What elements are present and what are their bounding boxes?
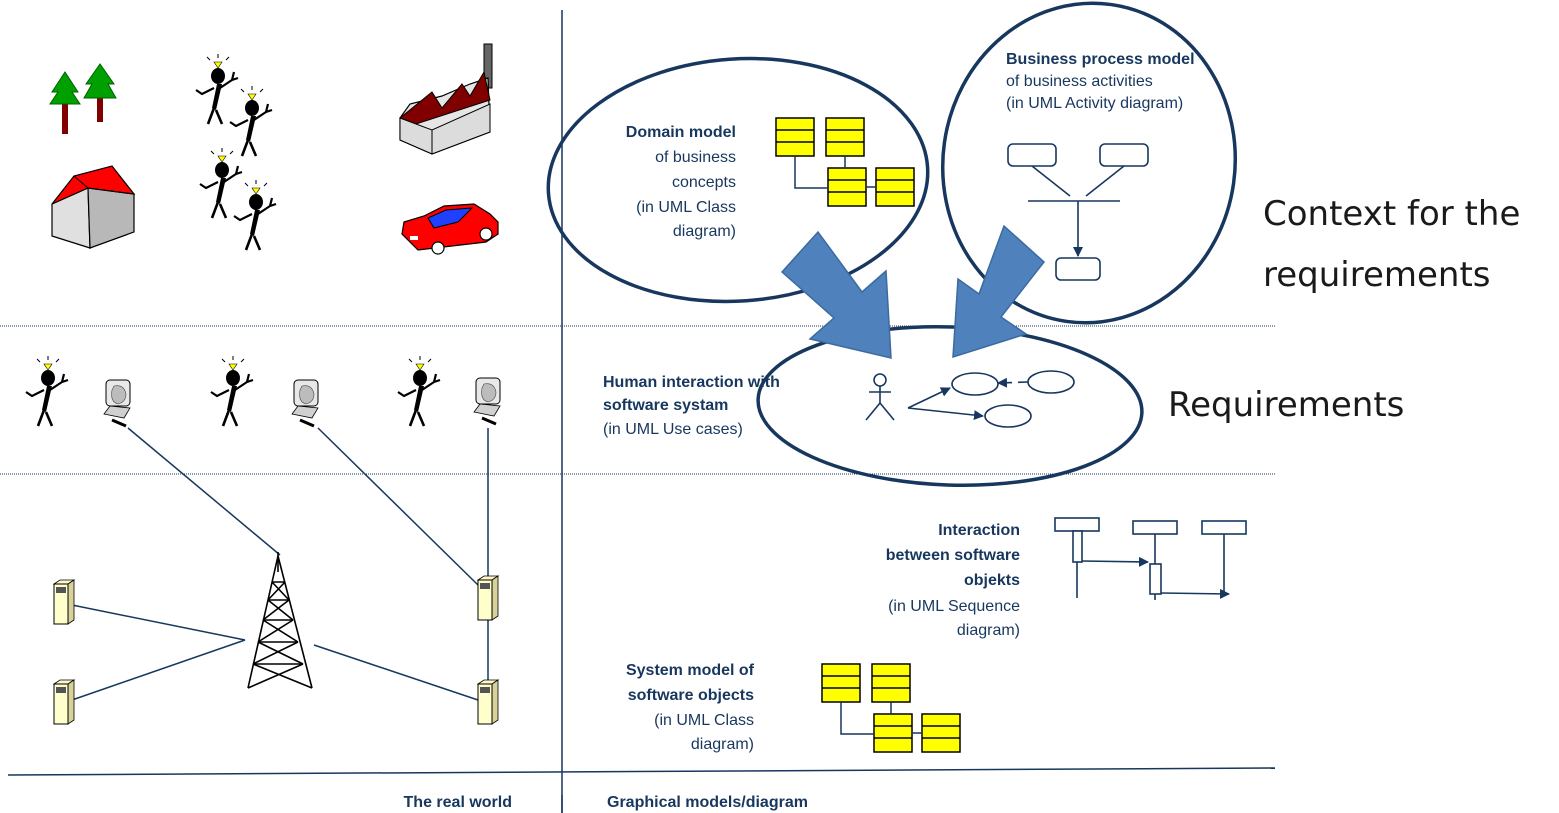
domain-class-diagram-icon	[776, 118, 914, 206]
sequence-diagram-icon	[1054, 517, 1247, 600]
domain-model-title: Domain model	[625, 124, 736, 141]
context-label-line-2: requirements	[1263, 255, 1491, 295]
human-interaction-title-2: software systam	[603, 397, 729, 414]
blue-arrow-process-to-requirements	[952, 224, 1046, 359]
domain-model-ellipse	[546, 56, 930, 304]
user-computer-icon-2	[209, 354, 320, 428]
people-group-top-icon	[194, 52, 274, 158]
server-icon-right-top	[477, 575, 499, 621]
context-label-line-1: Context for the	[1263, 194, 1521, 234]
domain-model-line-4: diagram)	[672, 223, 736, 240]
network-links	[71, 427, 489, 701]
system-class-diagram-icon	[822, 664, 960, 752]
system-model-line-1: (in UML Class	[654, 712, 754, 729]
server-icon-left-bottom	[53, 679, 75, 725]
blue-arrow-domain-to-requirements	[780, 230, 892, 359]
system-model-title-2: software objects	[627, 687, 754, 704]
system-model-line-2: diagram)	[690, 736, 754, 753]
car-icon	[401, 203, 499, 255]
server-icon-left-top	[53, 579, 75, 625]
interaction-objects-line-2: diagram)	[956, 622, 1020, 639]
user-computer-icon-1	[24, 354, 132, 428]
interaction-objects-line-1: (in UML Sequence	[888, 598, 1020, 615]
server-icon-right-bottom	[477, 679, 499, 725]
business-process-line-2: (in UML Activity diagram)	[1006, 95, 1184, 112]
footer-graphical-models: Graphical models/diagram	[607, 794, 808, 811]
requirements-label: Requirements	[1168, 385, 1405, 425]
requirements-ellipse	[756, 325, 1144, 487]
business-process-line-1: of business activities	[1006, 73, 1153, 90]
trees-icon	[49, 63, 117, 134]
house-icon	[51, 165, 136, 249]
domain-model-line-1: of business	[655, 149, 736, 166]
business-process-title: Business process model	[1006, 51, 1195, 68]
factory-icon	[399, 43, 493, 155]
domain-model-line-2: concepts	[671, 174, 736, 191]
domain-model-line-3: (in UML Class	[636, 199, 736, 216]
system-model-title-1: System model of	[625, 662, 754, 679]
people-group-bottom-icon	[198, 146, 278, 252]
interaction-objects-title-3: objekts	[963, 572, 1020, 589]
bottom-baseline	[7, 767, 1276, 776]
footer-real-world: The real world	[403, 794, 512, 811]
human-interaction-title-1: Human interaction with	[603, 374, 780, 391]
business-process-ellipse	[940, 1, 1238, 325]
antenna-tower-icon	[247, 552, 313, 689]
use-case-diagram-icon	[865, 370, 1075, 428]
user-computer-icon-3	[396, 354, 502, 428]
interaction-objects-title-2: between software	[885, 547, 1020, 564]
activity-diagram-icon	[1007, 143, 1149, 281]
interaction-objects-title-1: Interaction	[938, 522, 1020, 539]
human-interaction-subtitle: (in UML Use cases)	[603, 421, 743, 438]
